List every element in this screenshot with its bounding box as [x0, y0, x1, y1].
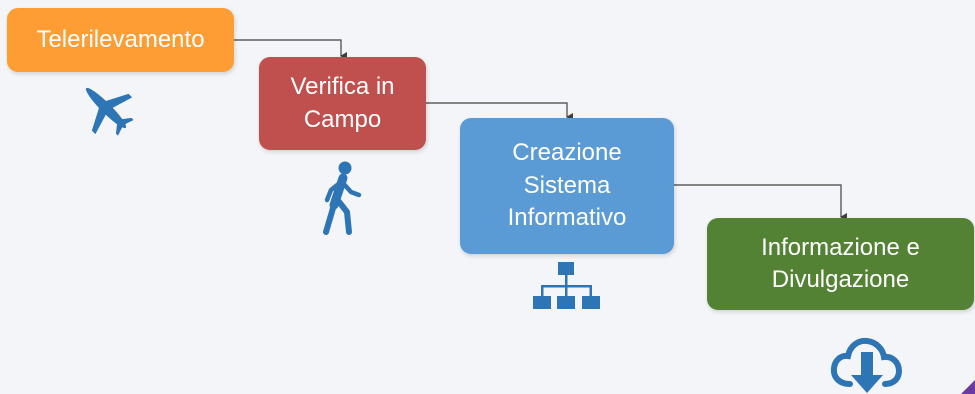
cloud-download-icon — [830, 337, 903, 393]
step-telerilevamento: Telerilevamento — [7, 8, 234, 72]
walking-person-icon — [323, 161, 362, 235]
step-creazione-sistema-informativo: Creazione Sistema Informativo — [460, 118, 674, 254]
corner-accent — [961, 380, 975, 394]
airplane-icon — [85, 87, 134, 136]
connector-2-3 — [426, 102, 573, 121]
step-verifica-in-campo: Verifica in Campo — [259, 57, 426, 150]
hierarchy-sitemap-icon — [533, 262, 600, 309]
step-informazione-e-divulgazione: Informazione e Divulgazione — [707, 218, 974, 310]
connector-3-4 — [674, 184, 847, 221]
connector-1-2 — [234, 39, 347, 60]
